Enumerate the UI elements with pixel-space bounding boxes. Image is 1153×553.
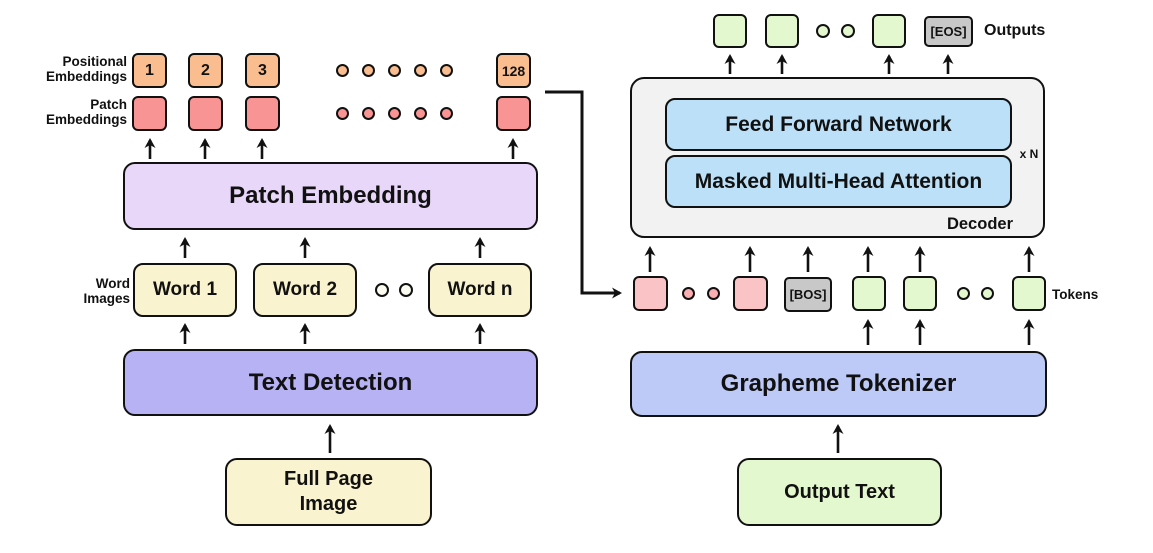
bos-token: [BOS] [784, 277, 832, 312]
eos-token: [EOS] [924, 16, 973, 47]
patch-embeddings-label: Patch Embeddings [39, 97, 127, 127]
patch-token-128 [496, 96, 531, 131]
grapheme-tokenizer-box: Grapheme Tokenizer [630, 351, 1047, 417]
feed-forward-network-box: Feed Forward Network [665, 98, 1012, 151]
positional-token-2: 2 [188, 53, 223, 88]
output-text-box: Output Text [737, 458, 942, 526]
image-token-ellipsis-dot [682, 287, 695, 300]
output-token-2 [765, 14, 799, 48]
word-images-label: Word Images [42, 276, 130, 306]
image-token-ellipsis-dot [707, 287, 720, 300]
full-page-image-line1: Full Page [284, 468, 373, 490]
positional-embeddings-label-line1: Positional [62, 54, 127, 69]
positional-ellipsis-dot [336, 64, 349, 77]
patch-ellipsis-dot [414, 107, 427, 120]
patch-embeddings-label-line1: Patch [90, 97, 127, 112]
masked-multi-head-attention-box: Masked Multi-Head Attention [665, 155, 1012, 208]
decoder-label: Decoder [946, 215, 1013, 233]
outputs-label: Outputs [984, 22, 1046, 39]
elbow-connector [545, 90, 622, 299]
positional-token-128: 128 [496, 53, 531, 88]
word-images-label-line1: Word [95, 276, 130, 291]
full-page-image-line2: Image [299, 493, 358, 515]
patch-embeddings-label-line2: Embeddings [45, 112, 127, 127]
positional-token-1: 1 [132, 53, 167, 88]
full-page-image-box: Full Page Image [225, 458, 432, 526]
repeat-n-label: x N [1019, 147, 1039, 161]
positional-embeddings-label-line2: Embeddings [45, 69, 127, 84]
output-token-3 [872, 14, 906, 48]
flow-arrows [144, 54, 1035, 453]
patch-ellipsis-dot [388, 107, 401, 120]
patch-token-1 [132, 96, 167, 131]
positional-ellipsis-dot [440, 64, 453, 77]
patch-ellipsis-dot [362, 107, 375, 120]
patch-ellipsis-dot [336, 107, 349, 120]
positional-embeddings-label: Positional Embeddings [39, 54, 127, 84]
text-token-1 [852, 276, 886, 311]
image-token-1 [633, 276, 668, 311]
patch-token-3 [245, 96, 280, 131]
positional-ellipsis-dot [414, 64, 427, 77]
word-ellipsis-dot [399, 283, 413, 297]
text-detection-box: Text Detection [123, 349, 538, 416]
patch-embedding-box: Patch Embedding [123, 162, 538, 230]
word-2-box: Word 2 [253, 263, 357, 317]
word-ellipsis-dot [375, 283, 389, 297]
positional-token-3: 3 [245, 53, 280, 88]
word-1-box: Word 1 [133, 263, 237, 317]
tokens-label: Tokens [1052, 287, 1099, 302]
patch-ellipsis-dot [440, 107, 453, 120]
word-images-label-line2: Images [83, 291, 130, 306]
text-token-ellipsis-dot [957, 287, 970, 300]
image-token-2 [733, 276, 768, 311]
text-token-n [1012, 276, 1046, 311]
positional-ellipsis-dot [362, 64, 375, 77]
output-ellipsis-dot [816, 24, 830, 38]
text-token-ellipsis-dot [981, 287, 994, 300]
text-token-2 [903, 276, 937, 311]
output-token-1 [713, 14, 747, 48]
patch-token-2 [188, 96, 223, 131]
positional-ellipsis-dot [388, 64, 401, 77]
word-n-box: Word n [428, 263, 532, 317]
full-page-image-text: Full Page Image [284, 467, 373, 517]
output-ellipsis-dot [841, 24, 855, 38]
